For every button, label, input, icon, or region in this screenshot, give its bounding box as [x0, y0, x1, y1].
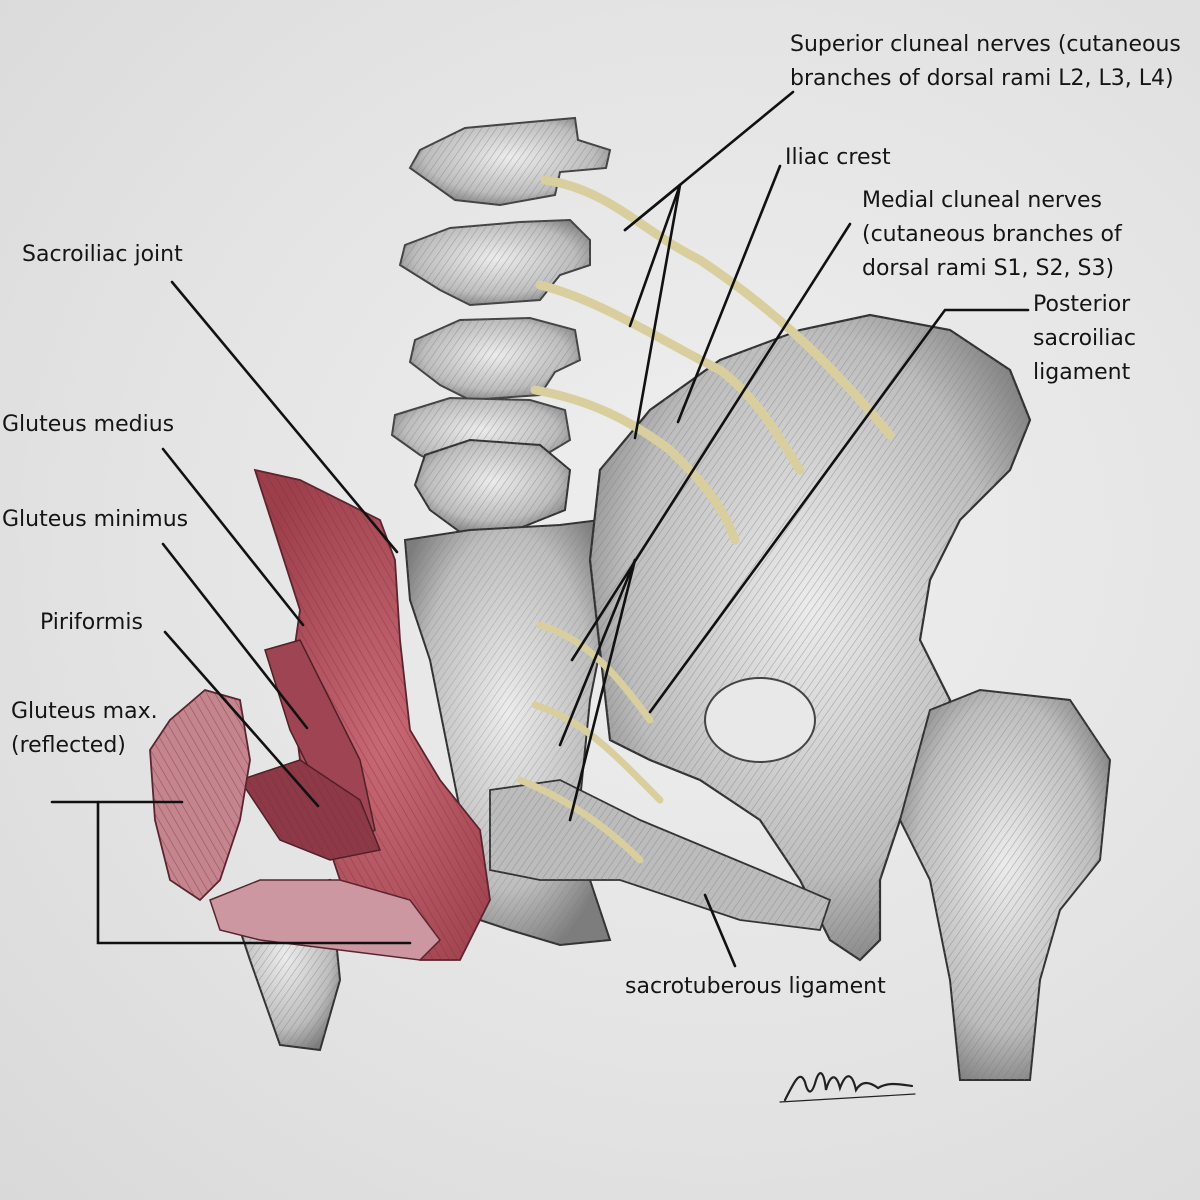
leader-iliac-crest	[676, 164, 782, 424]
femur	[898, 688, 1112, 1081]
label-gluteus-maximus: Gluteus max. (reflected)	[11, 699, 158, 758]
leader-medial-cluneal-c	[568, 558, 637, 822]
leader-superior-cluneal-b	[623, 183, 682, 232]
vertebra-l3	[408, 316, 582, 402]
label-posterior-sacroiliac-ligament: Posterior sacroiliac ligament	[1033, 292, 1136, 385]
cluneal-nerves	[516, 175, 895, 864]
leader-superior-cluneal-c	[628, 183, 682, 328]
leader-posterior-sacroiliac	[648, 308, 1030, 714]
leader-gluteus-medius	[161, 447, 305, 627]
label-medial-cluneal-nerves: Medial cluneal nerves (cutaneous branche…	[862, 188, 1122, 281]
label-gluteus-minimus: Gluteus minimus	[2, 507, 189, 532]
leader-gluteus-minimus	[161, 542, 309, 730]
vertebra-l1	[408, 116, 612, 207]
medial-cluneal-nerve-3	[516, 776, 644, 864]
leader-medial-cluneal-a	[570, 222, 852, 662]
label-sacroiliac-joint: Sacroiliac joint	[22, 242, 183, 267]
superior-cluneal-nerve-1	[540, 175, 895, 440]
leader-piriformis	[163, 630, 320, 808]
leader-sacroiliac-joint	[170, 280, 399, 554]
label-sacrotuberous-ligament: sacrotuberous ligament	[625, 974, 886, 999]
gluteus-maximus-insertion	[209, 879, 441, 961]
leader-lines	[50, 90, 1030, 968]
superior-cluneal-nerve-2	[535, 280, 805, 475]
vertebra-l5	[413, 438, 572, 534]
leader-sacrotuberous	[703, 893, 737, 968]
gluteus-maximus-muscle	[149, 689, 441, 961]
piriformis-muscle	[238, 759, 382, 861]
artist-signature	[779, 1072, 916, 1103]
leader-gluteus-max-bracket	[96, 800, 412, 945]
lumbar-spine	[390, 116, 612, 534]
label-piriformis: Piriformis	[40, 610, 143, 635]
label-superior-cluneal-nerves: Superior cluneal nerves (cutaneous branc…	[790, 32, 1181, 91]
medial-cluneal-nerve-2	[531, 701, 664, 804]
label-gluteus-medius: Gluteus medius	[2, 412, 175, 437]
label-iliac-crest: Iliac crest	[785, 145, 891, 170]
obturator-foramen	[704, 677, 816, 763]
sacrotuberous-ligament	[489, 779, 832, 931]
superior-cluneal-nerve-3	[530, 385, 740, 545]
leader-medial-cluneal-b	[558, 558, 637, 747]
medial-cluneal-nerve-1	[536, 621, 654, 724]
leader-superior-cluneal-d	[633, 183, 682, 440]
